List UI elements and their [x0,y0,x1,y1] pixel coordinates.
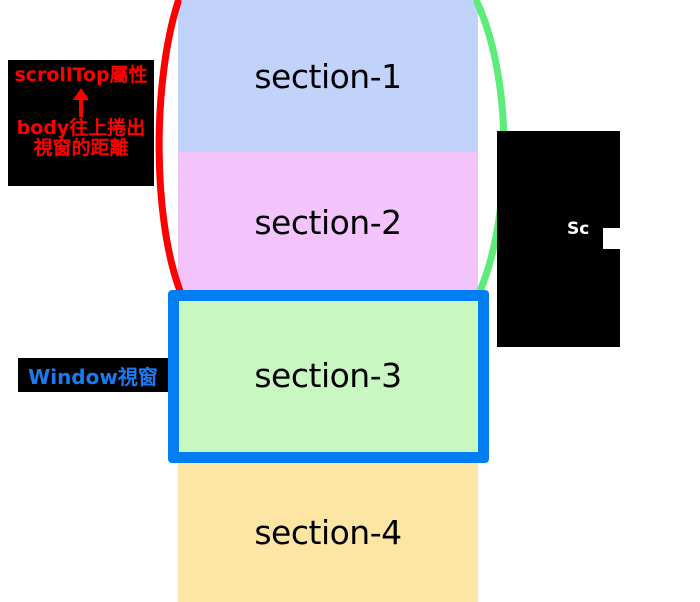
window-callout: Window視窗 [18,358,168,392]
section-1-label: section-1 [254,56,402,96]
scrolltop-description-line2: 視窗的距離 [33,136,129,159]
section-2-label: section-2 [254,202,402,242]
scrolltop-callout: scrollTop屬性 body往上捲出 視窗的距離 [8,60,154,186]
section-3-block[interactable]: section-3 [178,292,478,458]
right-callout: Sc [497,131,620,347]
section-1-block[interactable]: section-1 [178,0,478,152]
arrow-up-icon [73,87,89,117]
scrolltop-description-line1: body往上捲出 [16,116,146,139]
section-4-block[interactable]: section-4 [178,463,478,602]
right-callout-occluder [603,228,667,249]
section-3-label: section-3 [254,355,402,395]
right-callout-label: Sc [567,219,590,239]
window-viewport-label: Window視窗 [28,364,158,389]
section-4-label: section-4 [254,513,402,552]
left-arc-red [155,0,184,295]
section-2-block[interactable]: section-2 [178,152,478,292]
scrolltop-property-label: scrollTop屬性 [14,64,148,86]
